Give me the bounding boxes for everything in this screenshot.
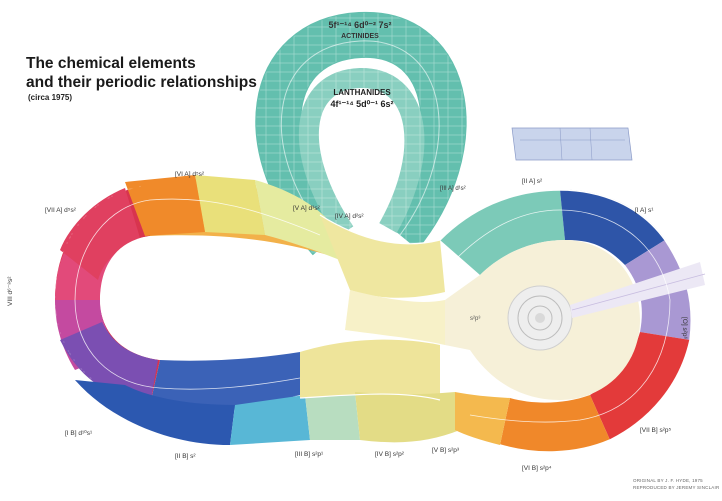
actinides-label: ACTINIDES [341,33,379,40]
bottom-left-band [75,380,360,445]
title-line-1: The chemical elements [26,55,196,72]
group-label-via: [VI A] d⁵s² [175,171,205,178]
actinides-config: 5f¹⁻¹⁴ 6d⁰⁻² 7s² [328,20,391,30]
group-label-iib: [II B] s² [175,453,196,460]
spiral-core [507,262,706,351]
group-label-vb: [V B] s²p³ [432,447,460,454]
group-label-ivb: [IV B] s²p² [375,451,405,458]
page-title: The chemical elements and their periodic… [26,54,257,92]
legend-box [511,127,633,161]
lanthanides-label: LANTHANIDES [333,88,391,97]
group-label-viii: VIII d⁶⁻⁸s² [7,276,14,306]
group-label-iiia: [III A] d¹s² [440,186,466,192]
group-label-ib: [I B] d¹⁰s¹ [65,429,93,437]
group-label-va: [V A] d³s² [293,205,321,212]
group-label-ia: [I A] s¹ [635,207,654,214]
credit-line-2: REPRODUCED BY JEREMY SINCLAIR [633,485,720,490]
date-caption: (circa 1975) [28,93,73,102]
group-label-iva: [IV A] d²s² [335,213,364,220]
group-label-iiib: [III B] s²p¹ [295,451,324,458]
group-label-o: [O] s²p⁶ [681,317,688,340]
title-line-2: and their periodic relationships [26,74,257,91]
group-label-viia: [VII A] d⁵s² [45,207,77,214]
group-label-viib: [VII B] s²p⁵ [640,427,672,434]
ring-lines [74,198,671,423]
group-label-iia: [II A] s² [522,178,543,185]
credit-line-1: ORIGINAL BY J. F. HYDE, 1975 [633,478,703,483]
central-bridge [299,214,460,443]
lanthanides-config: 4f¹⁻¹⁴ 5d⁰⁻¹ 6s² [330,99,393,109]
group-label-vib: [VI B] s²p⁴ [522,465,552,472]
actinide-loop [255,11,467,256]
core-config-label: s²p³ [470,316,480,322]
